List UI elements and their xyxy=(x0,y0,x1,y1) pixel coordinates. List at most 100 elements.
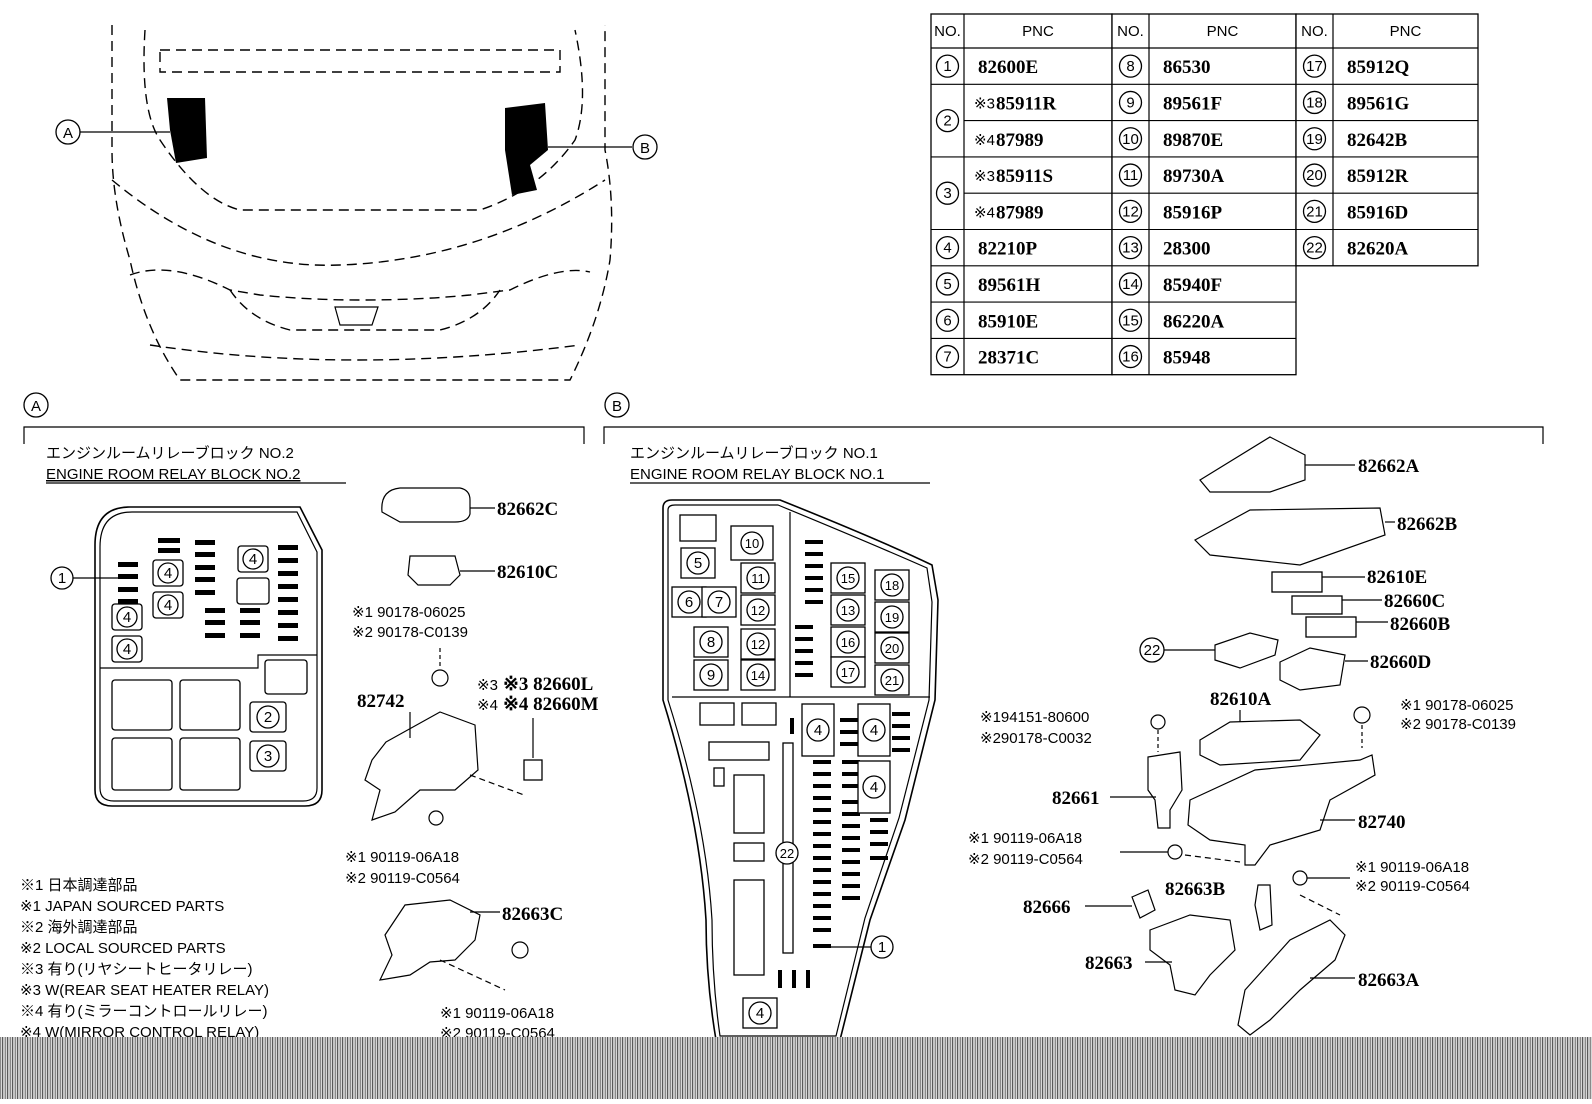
row-number-circle xyxy=(935,272,960,296)
part-82663C: 82663C xyxy=(378,899,563,981)
svg-text:※2 LOCAL SOURCED PARTS: ※2 LOCAL SOURCED PARTS xyxy=(20,940,226,957)
svg-text:※1 日本調達部品: ※1 日本調達部品 xyxy=(20,877,138,894)
row-number-circle xyxy=(1302,235,1327,260)
callout-number: 20 xyxy=(885,641,899,656)
svg-text:※3 W(REAR SEAT HEATER RELAY): ※3 W(REAR SEAT HEATER RELAY) xyxy=(20,982,269,999)
row-number: 2 xyxy=(943,113,951,130)
row-number-circle xyxy=(1118,163,1143,187)
svg-text:22: 22 xyxy=(1144,642,1161,659)
section-a-title-en: ENGINE ROOM RELAY BLOCK NO.2 xyxy=(46,466,301,483)
callout-number: 6 xyxy=(685,594,693,611)
row-pnc: 28300 xyxy=(1163,239,1211,260)
callout-number: 7 xyxy=(715,594,723,611)
callout-number: 11 xyxy=(751,571,765,586)
section-a-title-jp: エンジンルームリレーブロック NO.2 xyxy=(46,444,294,462)
row-pnc: 89870E xyxy=(1163,130,1223,151)
svg-text:82660C: 82660C xyxy=(1384,591,1445,612)
svg-text:4: 4 xyxy=(164,565,172,582)
callout-circle xyxy=(699,663,723,687)
row-number: 8 xyxy=(1126,58,1134,75)
car-front-view: A B xyxy=(55,25,658,381)
row-pnc: 82600E xyxy=(978,57,1038,78)
note-82660L: ※3 82660L xyxy=(503,674,593,695)
part-82663A-label: 82663A xyxy=(1358,970,1420,991)
part-82610E: 82610E xyxy=(1271,567,1427,593)
part-82660B: 82660B xyxy=(1305,614,1451,638)
part-82662A: 82662A xyxy=(1199,436,1420,493)
note-90119-C0564-d: ※2 90119-C0564 xyxy=(1355,878,1470,895)
row-pnc: 85910E xyxy=(978,311,1038,332)
svg-text:※4: ※4 xyxy=(477,697,498,714)
scan-noise-band xyxy=(0,1037,1592,1099)
svg-text:82660B: 82660B xyxy=(1390,614,1451,635)
row-number-circle xyxy=(1302,127,1327,151)
row-number: 14 xyxy=(1122,276,1139,293)
part-82663A xyxy=(1237,919,1346,1036)
svg-text:82660D: 82660D xyxy=(1370,652,1431,673)
callout-b-label: B xyxy=(640,140,650,157)
row-pnc: 85911S xyxy=(996,166,1053,187)
row-pnc: 89561H xyxy=(978,275,1041,296)
callout-circle xyxy=(775,841,799,865)
part-82661 xyxy=(1147,751,1183,829)
row-number: 15 xyxy=(1122,312,1139,329)
note-90119-C0564-c: ※2 90119-C0564 xyxy=(968,851,1083,868)
callout-circle xyxy=(746,598,770,622)
section-a: A エンジンルームリレーブロック NO.2 ENGINE ROOM RELAY … xyxy=(20,392,599,1042)
callout-circle xyxy=(880,573,904,597)
row-pnc: 85916D xyxy=(1347,202,1408,223)
row-pnc: 85912Q xyxy=(1347,57,1409,78)
svg-text:2: 2 xyxy=(264,709,272,726)
row-number-circle xyxy=(1118,90,1143,115)
row-number: 18 xyxy=(1306,94,1323,111)
relay-block-no1-silhouette xyxy=(505,103,548,195)
callout-a-label: A xyxy=(63,125,73,142)
callout-circle xyxy=(699,630,723,654)
relay-block-no1-fuses xyxy=(778,540,910,988)
row-number: 17 xyxy=(1306,58,1323,75)
part-82660D: 82660D xyxy=(1279,647,1431,691)
row-pnc: 85948 xyxy=(1163,348,1211,369)
relay-block-no2-silhouette xyxy=(167,98,207,163)
relay-block-no2-fuses xyxy=(118,538,298,641)
row-number-circle xyxy=(935,308,960,332)
svg-text:1: 1 xyxy=(878,939,886,956)
section-b-title-en: ENGINE ROOM RELAY BLOCK NO.1 xyxy=(630,466,885,483)
row-pnc: 87989 xyxy=(996,202,1044,223)
row-note: ※4 xyxy=(974,204,995,221)
callout-number: 4 xyxy=(756,1005,764,1022)
part-82663 xyxy=(1149,914,1236,996)
row-pnc: 85912R xyxy=(1347,166,1409,187)
callout-circle xyxy=(686,551,710,575)
callout-number: 4 xyxy=(814,722,822,739)
svg-text:※2 海外調達部品: ※2 海外調達部品 xyxy=(20,919,138,936)
callout-number: 4 xyxy=(870,722,878,739)
row-number: 22 xyxy=(1306,240,1323,257)
callout-number: 22 xyxy=(780,846,794,861)
callout-number: 5 xyxy=(694,555,702,572)
svg-text:82610C: 82610C xyxy=(497,562,558,583)
row-number: 20 xyxy=(1306,167,1323,184)
callout-number: 13 xyxy=(841,603,855,618)
table-header-pnc: PNC xyxy=(1390,23,1422,40)
table-header-pnc: PNC xyxy=(1022,23,1054,40)
row-number-circle xyxy=(935,181,960,205)
row-number: 16 xyxy=(1122,349,1139,366)
svg-text:※1 JAPAN SOURCED PARTS: ※1 JAPAN SOURCED PARTS xyxy=(20,898,224,915)
row-number: 6 xyxy=(943,312,951,329)
row-number-circle xyxy=(1118,344,1143,369)
row-number-circle xyxy=(1118,127,1143,151)
callout-circle xyxy=(862,775,886,799)
svg-text:82663C: 82663C xyxy=(502,904,563,925)
part-82620A-connector: 22 xyxy=(1139,632,1279,669)
part-82662B: 82662B xyxy=(1194,507,1458,566)
note-90119-06A18-a: ※1 90119-06A18 xyxy=(345,849,459,866)
svg-text:4: 4 xyxy=(164,597,172,614)
row-pnc: 89561F xyxy=(1163,93,1222,114)
row-number: 10 xyxy=(1122,131,1139,148)
callout-circle xyxy=(707,590,731,614)
svg-text:※4 有り(ミラーコントロールリレー): ※4 有り(ミラーコントロールリレー) xyxy=(20,1003,268,1020)
row-number: 9 xyxy=(1126,94,1134,111)
svg-text:82662C: 82662C xyxy=(497,499,558,520)
